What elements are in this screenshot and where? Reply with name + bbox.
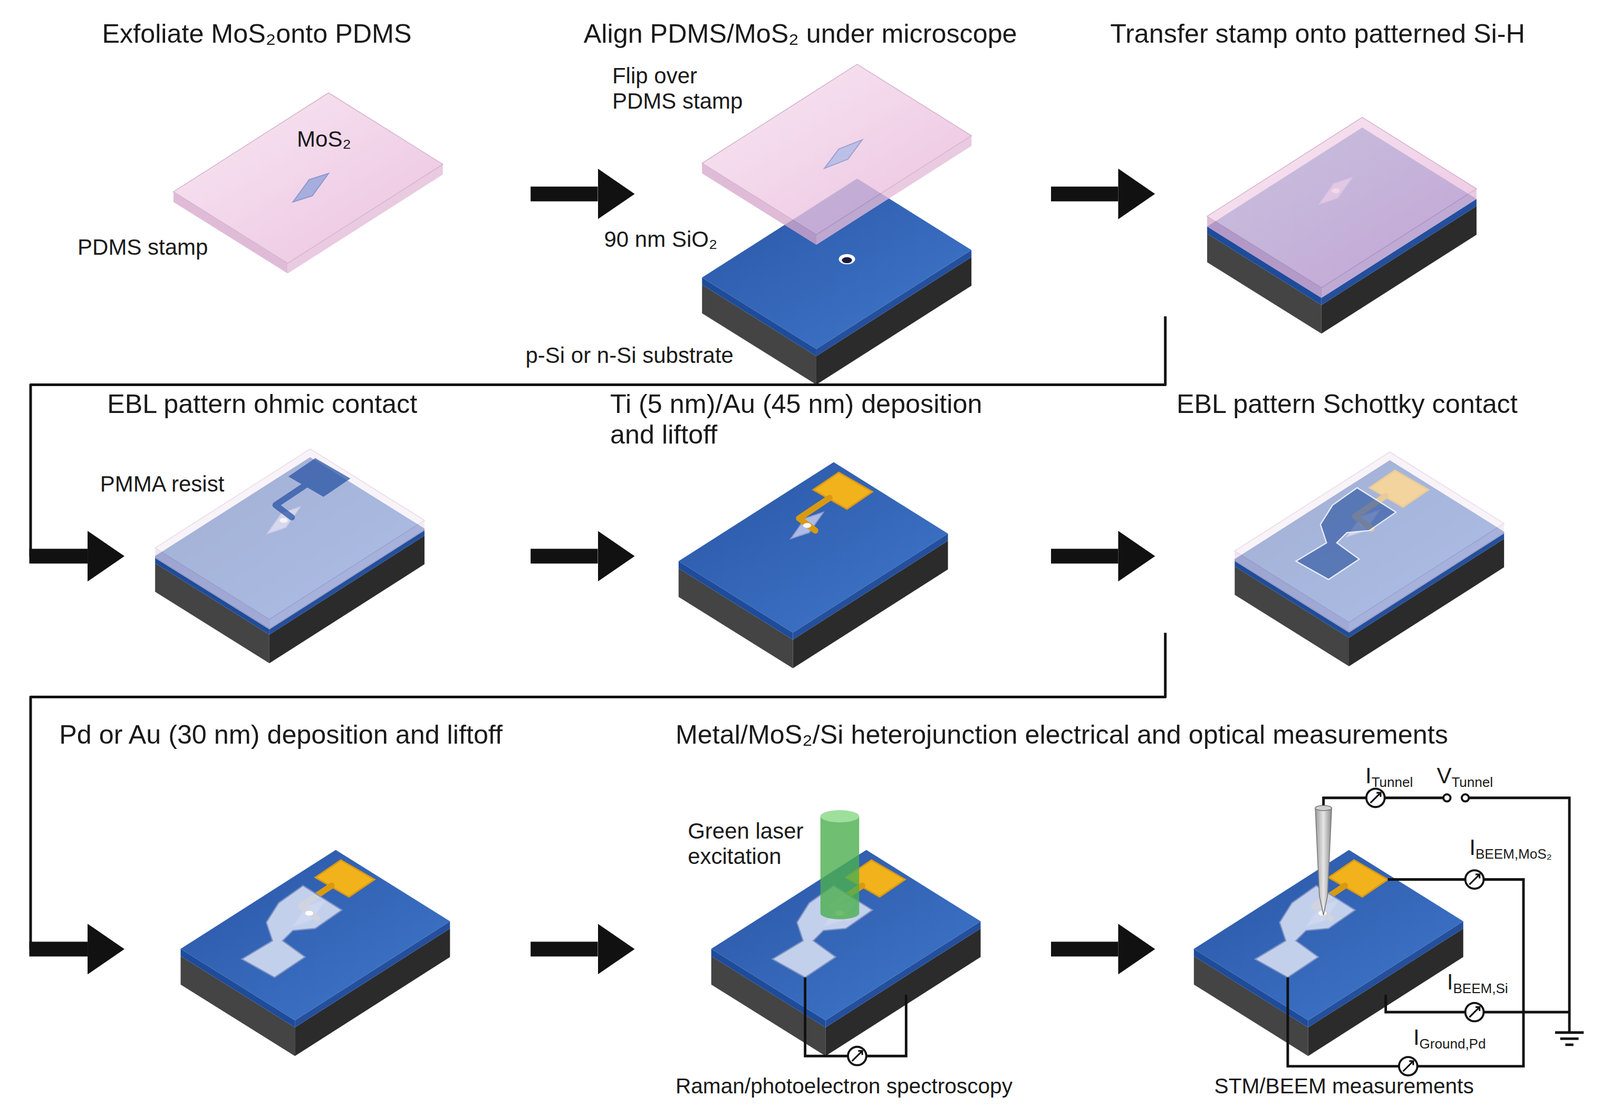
step-heading: EBL pattern ohmic contact — [107, 388, 418, 420]
annotation-label: PDMS stamp — [77, 234, 208, 260]
arrow-shaft — [1051, 186, 1118, 202]
arrow-shaft — [29, 941, 89, 957]
process-arrow — [530, 555, 598, 557]
panel-ti-au — [678, 461, 949, 669]
wrap-line — [30, 316, 1166, 557]
step-heading: Raman/photoelectron spectroscopy — [675, 1073, 1013, 1099]
signal-name: VTunnel — [1436, 763, 1493, 790]
step-heading: Transfer stamp onto patterned Si-H — [1110, 18, 1525, 50]
process-arrow — [29, 632, 1166, 950]
signal-name: IBEEM,MoS₂ — [1469, 834, 1552, 862]
process-arrow — [1051, 555, 1118, 557]
step-heading: Pd or Au (30 nm) deposition and liftoff — [59, 719, 503, 750]
arrow-shaft — [530, 186, 598, 202]
arrow-shaft — [530, 941, 598, 957]
process-step: STM/BEEM measurements — [1154, 867, 1584, 1031]
panel-stm-beem — [1193, 788, 1584, 1076]
annotation-label: p-Si or n-Si substrate — [525, 342, 734, 369]
arrow-shaft — [1051, 941, 1118, 957]
signal-name: IBEEM,Si — [1447, 969, 1509, 997]
annotation-label: 90 nm SiO₂ — [603, 226, 718, 253]
process-step: EBL pattern Schottky contact — [1154, 479, 1584, 633]
signal-name: IGround,Pd — [1413, 1024, 1487, 1052]
panel-transfer — [1207, 117, 1477, 334]
panel-exfoliate — [173, 92, 443, 274]
stm-tip — [1315, 807, 1332, 915]
step-heading: Ti (5 nm)/Au (45 nm) deposition and lift… — [610, 388, 1007, 450]
arrow-shaft — [29, 548, 89, 564]
process-arrow — [530, 948, 598, 950]
wrap-line — [30, 632, 1166, 950]
process-step: Transfer stamp onto patterned Si-H — [1154, 71, 1584, 316]
process-arrow — [530, 193, 598, 195]
step-heading: Align PDMS/MoS₂ under microscope — [583, 18, 1018, 50]
process-arrow — [29, 316, 1166, 557]
process-step: Exfoliate MoS₂onto PDMS — [61, 71, 531, 316]
process-step: Ti (5 nm)/Au (45 nm) deposition and lift… — [634, 479, 1052, 633]
step-heading: Exfoliate MoS₂onto PDMS — [101, 18, 412, 50]
step-heading: EBL pattern Schottky contact — [1176, 388, 1518, 420]
process-step: Pd or Au (30 nm) deposition and liftoff — [124, 867, 531, 1031]
panel-pd-deposition — [180, 849, 450, 1056]
process-step: Raman/photoelectron spectroscopy — [634, 867, 1052, 1031]
wire — [805, 977, 907, 1056]
annotation-label: PMMA resist — [100, 471, 225, 497]
annotation-label: Green laser excitation — [687, 818, 821, 870]
arrow-shaft — [530, 548, 598, 564]
arrow-shaft — [1051, 548, 1118, 564]
laser-beam — [820, 810, 860, 920]
panel-ebl-schottky — [1234, 451, 1505, 667]
signal-name: ITunnel — [1365, 763, 1413, 790]
circuit-wires — [1287, 797, 1584, 1067]
process-arrow — [1051, 193, 1118, 195]
annotation-label: Flip over PDMS stamp — [612, 63, 766, 115]
process-arrow — [1051, 948, 1118, 950]
step-heading: Metal/MoS₂/Si heterojunction electrical … — [675, 719, 1449, 750]
annotation-label: MoS₂ — [296, 126, 352, 152]
process-step: EBL pattern ohmic contact — [124, 479, 531, 633]
step-heading: STM/BEEM measurements — [1214, 1073, 1474, 1099]
